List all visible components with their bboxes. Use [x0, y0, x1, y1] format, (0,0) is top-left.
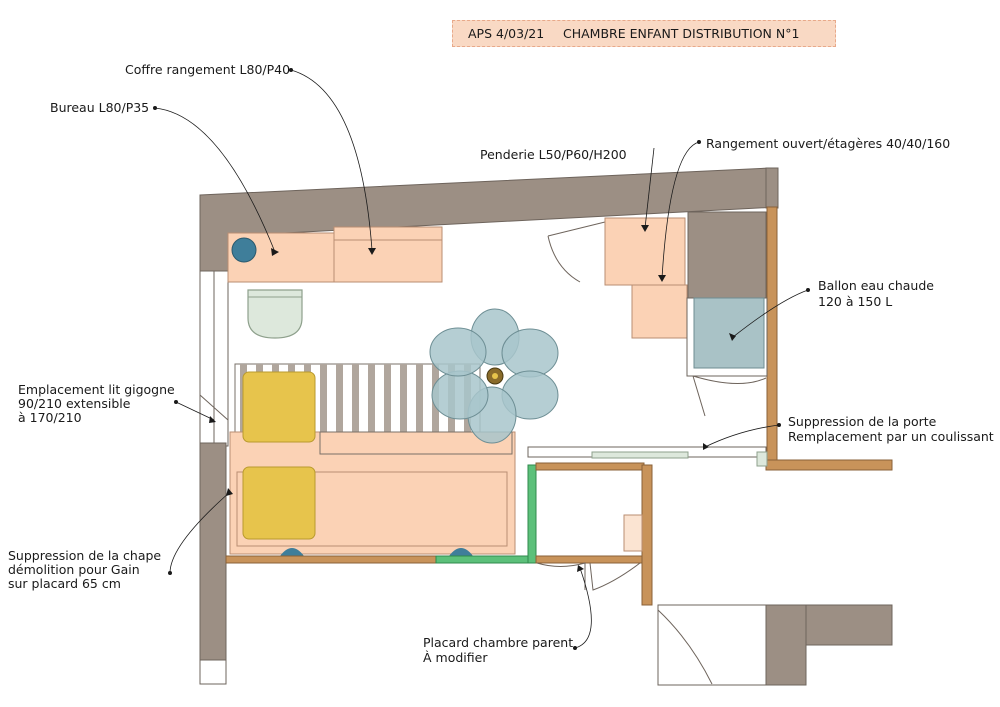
leader-arrows: [209, 225, 736, 572]
bed-knob-right: [449, 548, 473, 556]
grey-block: [687, 211, 767, 299]
label-lit-1: Emplacement lit gigogne: [18, 382, 175, 397]
label-porte-1: Suppression de la porte: [788, 414, 937, 429]
label-coffre: Coffre rangement L80/P40: [125, 62, 291, 77]
label-lit-3: à 170/210: [18, 410, 82, 425]
bottom-partition: [225, 555, 437, 564]
closet-box: [623, 514, 643, 552]
green-partition-v: [527, 464, 537, 564]
leader-dots: [153, 68, 810, 650]
pillow-bottom: [242, 466, 316, 540]
right-wall-beam: [765, 459, 893, 471]
label-lit-2: 90/210 extensible: [18, 396, 131, 411]
flower-lamp: [429, 308, 559, 444]
green-partition-h: [435, 555, 529, 564]
label-porte-2: Remplacement par un coulissant: [788, 429, 994, 444]
label-chape-2: démolition pour Gain: [8, 562, 140, 577]
desk-lamp: [231, 237, 257, 263]
left-wall-lower: [199, 442, 227, 664]
label-ballon-2: 120 à 150 L: [818, 294, 893, 309]
leader-lines: [154, 69, 809, 649]
closet-door-left: [536, 562, 586, 590]
closet-door-swing: [692, 375, 767, 417]
label-placard-1: Placard chambre parent: [423, 635, 574, 650]
title-text: CHAMBRE ENFANT DISTRIBUTION N°1: [563, 26, 800, 41]
desk-chair: [247, 289, 303, 339]
label-chape-1: Suppression de la chape: [8, 548, 162, 563]
label-rangement: Rangement ouvert/étagères 40/40/160: [706, 136, 951, 151]
penderie-door-swing: [547, 221, 606, 283]
pillow-top: [242, 371, 316, 443]
bed-knob-left: [280, 548, 304, 556]
closet-right: [641, 464, 653, 606]
label-bureau: Bureau L80/P35: [50, 100, 150, 115]
label-ballon-1: Ballon eau chaude: [818, 278, 934, 293]
closet-top: [535, 462, 645, 471]
label-penderie: Penderie L50/P60/H200: [480, 147, 627, 162]
label-chape-3: sur placard 65 cm: [8, 576, 121, 591]
door-swing-bottom: [657, 609, 713, 685]
title-date: APS 4/03/21: [468, 26, 545, 41]
title-banner: APS 4/03/21 CHAMBRE ENFANT DISTRIBUTION …: [452, 20, 836, 47]
right-wall-post: [765, 167, 779, 209]
rangement-ouvert: [631, 284, 688, 339]
closet-door-right: [589, 562, 641, 591]
coffre-rangement: [333, 226, 443, 283]
label-placard-2: À modifier: [423, 650, 488, 665]
penderie: [604, 217, 686, 286]
left-wall-bottom: [199, 659, 227, 685]
